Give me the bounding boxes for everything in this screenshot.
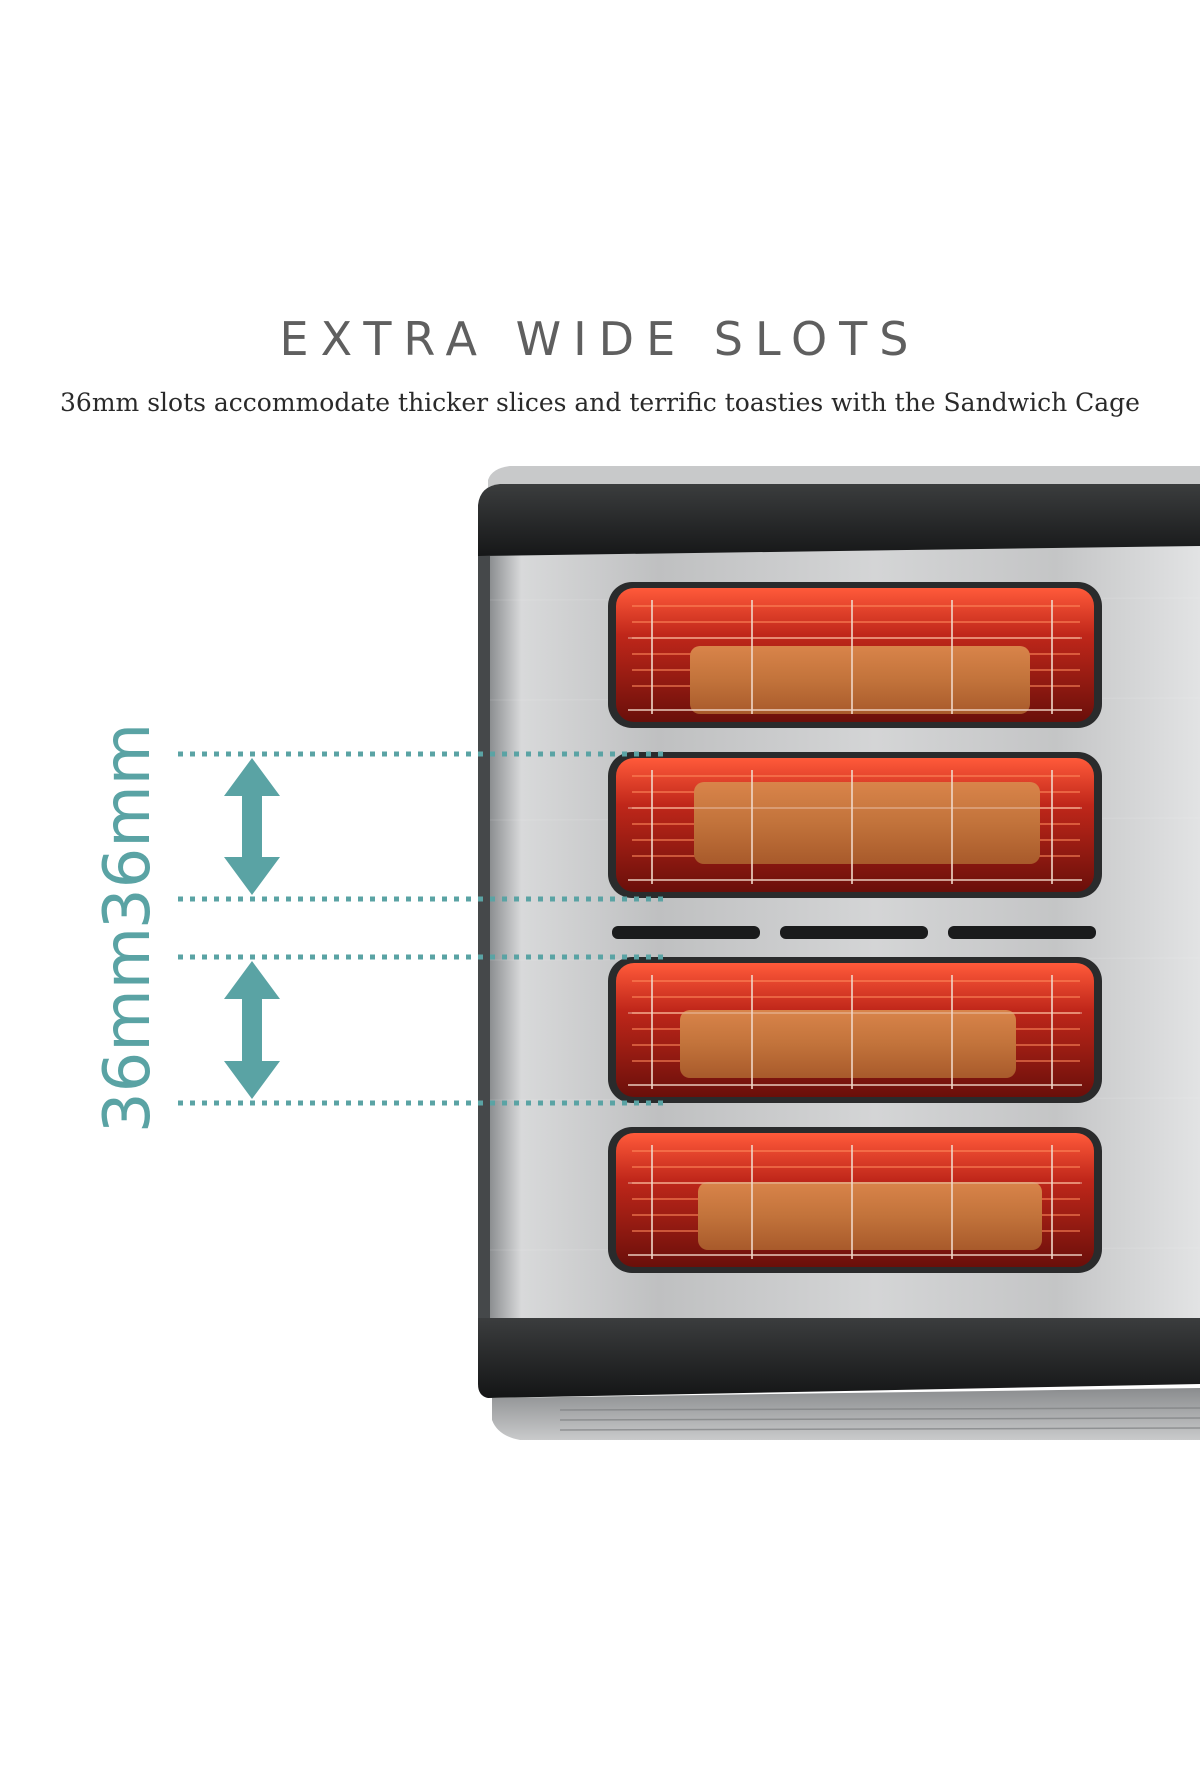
dimension-label-lower: 36mm	[91, 926, 166, 1134]
double-arrow-icon-1	[224, 758, 280, 895]
headline: EXTRA WIDE SLOTS	[279, 312, 921, 366]
toaster-top-band	[478, 484, 1200, 560]
bread-slice-2	[694, 782, 1040, 864]
toaster-base	[492, 1388, 1200, 1440]
bread-slice-3	[680, 1010, 1016, 1078]
toaster-bottom-band	[478, 1318, 1200, 1398]
bread-slice-1	[690, 646, 1030, 714]
bread-slice-4	[698, 1182, 1042, 1250]
vent-slits	[612, 926, 1096, 939]
subheadline-text: mm slots accommodate thicker slices and …	[91, 388, 1140, 417]
subheadline-number: 36	[60, 388, 92, 417]
double-arrow-icon-2	[224, 961, 280, 1099]
dimension-label-upper: 36mm	[91, 722, 166, 930]
subheadline: 36mm slots accommodate thicker slices an…	[0, 388, 1200, 417]
